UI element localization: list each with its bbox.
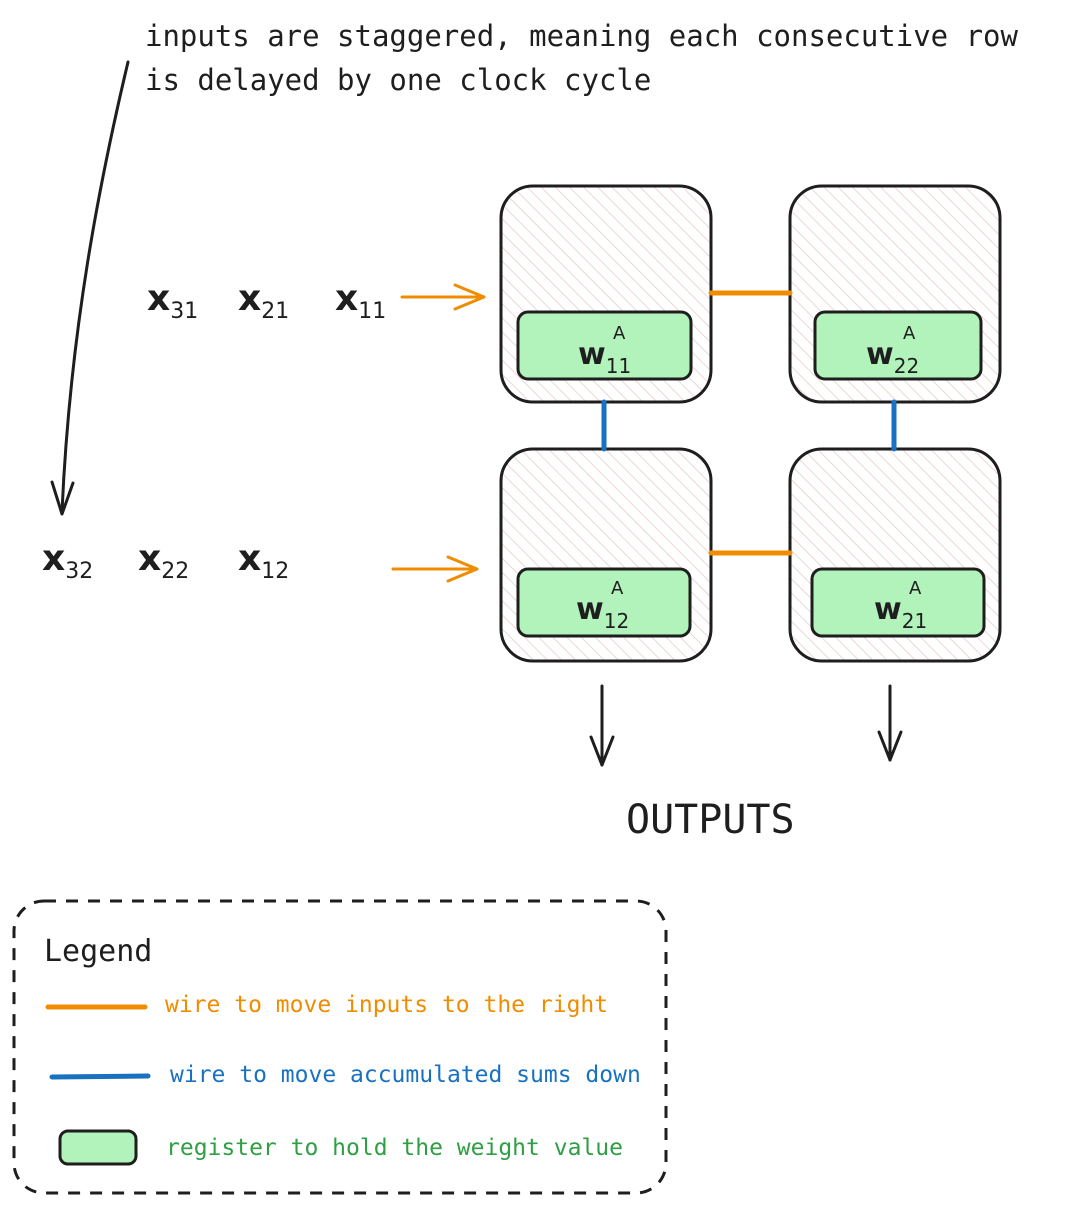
input-row-2: x32 x22 x12 <box>42 538 289 584</box>
weight-11-sup: A <box>613 323 626 344</box>
input-x22-base: x <box>138 538 161 579</box>
weight-21-base: w <box>874 592 902 627</box>
weight-12-base: w <box>576 592 604 627</box>
legend-swatch-sum-wire <box>49 1073 151 1080</box>
weight-21-sup: A <box>909 578 922 599</box>
svg-text:x32: x32 <box>42 538 93 584</box>
svg-text:x11: x11 <box>335 278 386 324</box>
weight-22-sub: 22 <box>894 354 919 378</box>
input-row-1: x31 x21 x11 <box>147 278 386 324</box>
legend: Legend wire to move inputs to the right … <box>12 899 668 1195</box>
input-x32-base: x <box>42 538 65 579</box>
weight-register-11 <box>516 310 693 381</box>
weight-22-sup: A <box>903 323 916 344</box>
weight-12-sub: 12 <box>604 609 629 633</box>
annotation-arrow <box>60 60 130 514</box>
legend-label-sum-wire: wire to move accumulated sums down <box>170 1062 641 1088</box>
pe-cell-22: w22 A <box>788 184 1002 404</box>
input-arrow-row-2 <box>391 555 479 583</box>
annotation-line-2: is delayed by one clock cycle <box>145 63 651 97</box>
weight-register-21 <box>810 567 986 638</box>
legend-title: Legend <box>44 934 152 969</box>
weight-11-sub: 11 <box>606 354 631 378</box>
output-arrow-col-2 <box>877 684 903 762</box>
input-x31-sub: 31 <box>170 299 198 324</box>
weight-11-base: w <box>578 337 606 372</box>
annotation-line-1: inputs are staggered, meaning each conse… <box>145 19 1019 53</box>
input-x12-base: x <box>238 538 261 579</box>
input-x21-sub: 21 <box>261 299 289 324</box>
input-x32-sub: 32 <box>65 559 93 584</box>
legend-swatch-register <box>58 1129 138 1166</box>
input-x12-sub: 12 <box>261 559 289 584</box>
legend-label-input-wire: wire to move inputs to the right <box>165 992 608 1018</box>
legend-label-register: register to hold the weight value <box>166 1135 623 1161</box>
input-x11-sub: 11 <box>358 299 386 324</box>
svg-text:x22: x22 <box>138 538 189 584</box>
svg-text:w11: w11 <box>578 337 631 378</box>
output-arrow-col-1 <box>589 684 615 767</box>
svg-text:w22: w22 <box>866 337 919 378</box>
pe-cell-21: w21 A <box>788 447 1002 663</box>
svg-text:x12: x12 <box>238 538 289 584</box>
annotation-arrow-head <box>50 480 75 516</box>
weight-12-sup: A <box>611 578 624 599</box>
svg-text:x31: x31 <box>147 278 198 324</box>
input-x21-base: x <box>238 278 261 319</box>
pe-cell-11: w11 A <box>499 184 713 404</box>
input-x22-sub: 22 <box>161 559 189 584</box>
legend-border <box>12 899 668 1195</box>
weight-register-22 <box>813 310 983 381</box>
pe-cell-12: w12 A <box>499 447 713 663</box>
input-arrow-row-1 <box>400 283 486 311</box>
input-x11-base: x <box>335 278 358 319</box>
svg-text:w21: w21 <box>874 592 927 633</box>
outputs-label: OUTPUTS <box>626 797 795 843</box>
weight-21-sub: 21 <box>902 609 927 633</box>
svg-text:w12: w12 <box>576 592 629 633</box>
weight-register-12 <box>516 567 692 638</box>
input-x31-base: x <box>147 278 170 319</box>
svg-text:x21: x21 <box>238 278 289 324</box>
weight-22-base: w <box>866 337 894 372</box>
